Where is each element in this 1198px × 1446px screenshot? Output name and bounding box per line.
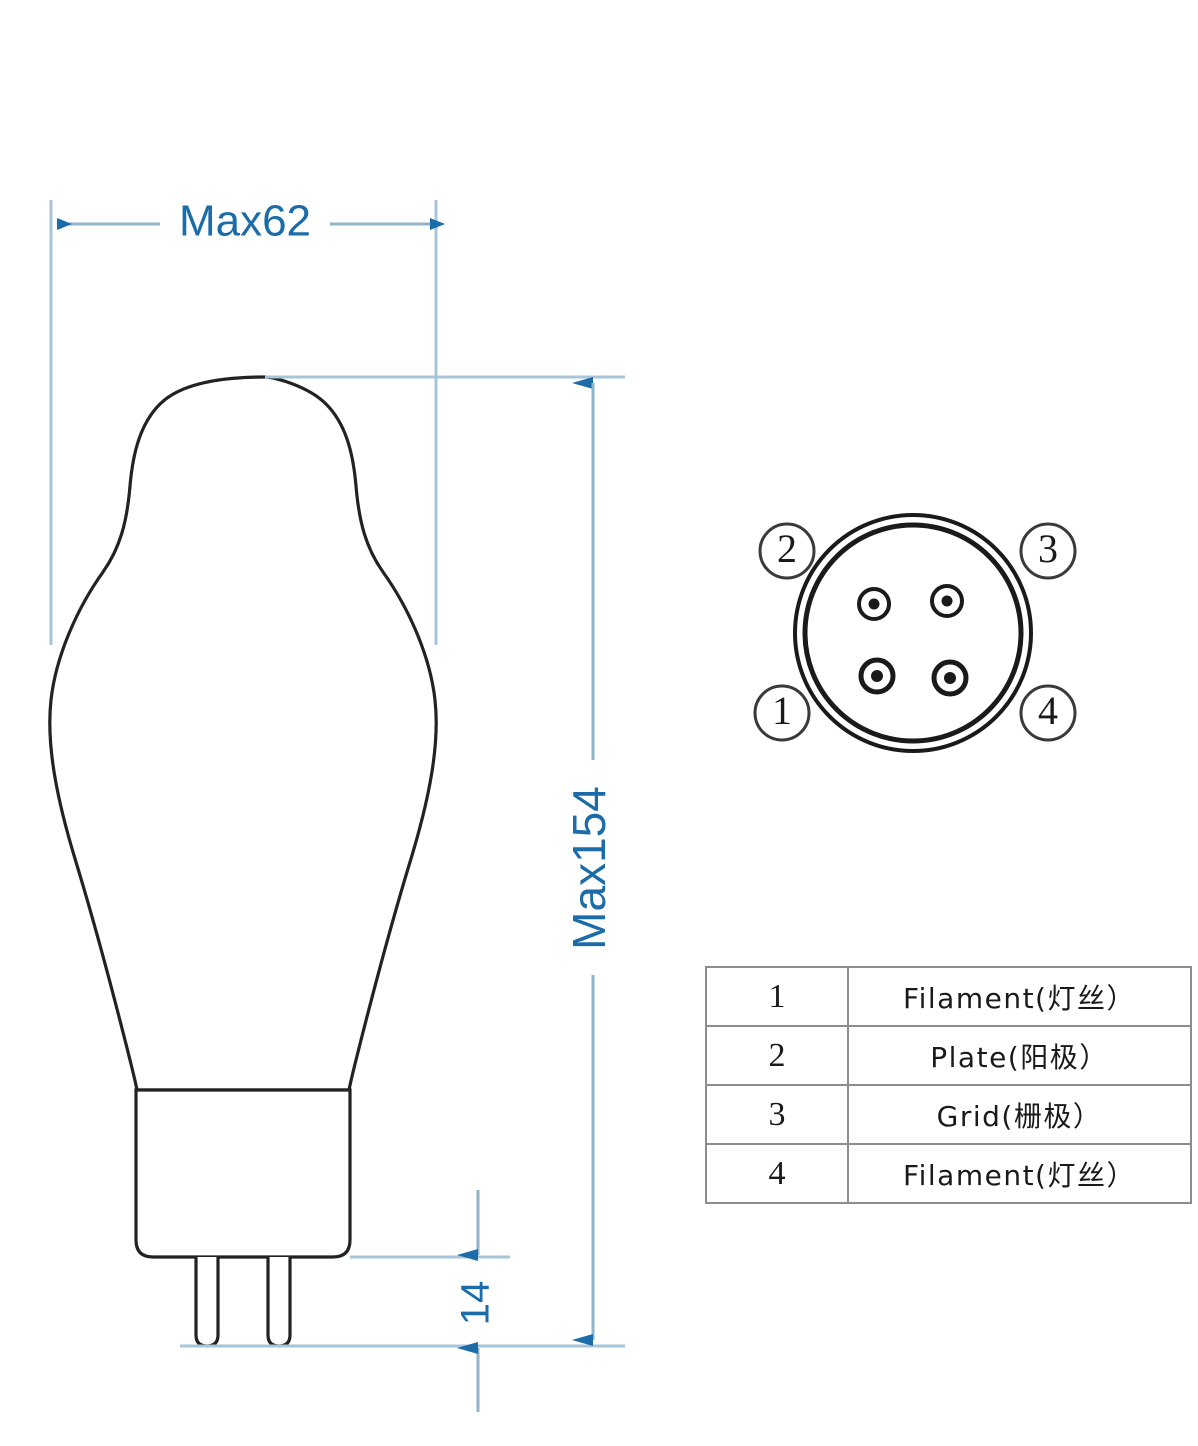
dimension-height: Max154 xyxy=(563,377,623,1346)
table-row: 4 Filament(灯丝） xyxy=(705,1143,1192,1204)
pin-function-table: 1 Filament(灯丝） 2 Plate(阳极） 3 Grid(栅极） 4 … xyxy=(705,966,1192,1204)
socket-pin-dot-2 xyxy=(868,598,880,610)
callout-label-1: 1 xyxy=(772,688,792,733)
pin-function-cell: Filament(灯丝） xyxy=(847,1143,1192,1204)
tube-base xyxy=(134,1088,352,1348)
base-shell xyxy=(134,1088,352,1259)
dim14-label-mask xyxy=(455,1272,501,1334)
socket-pin-holes xyxy=(857,584,969,697)
dimension-width: Max62 xyxy=(57,197,445,246)
callout-label-3: 3 xyxy=(1038,526,1058,571)
pin-number-cell: 2 xyxy=(705,1025,849,1086)
table-row: 2 Plate(阳极） xyxy=(705,1025,1192,1086)
table-row: 3 Grid(栅极） xyxy=(705,1084,1192,1145)
base-pin-right xyxy=(266,1257,292,1348)
dim-label-height: Max154 xyxy=(563,786,615,950)
glass-envelope-outline xyxy=(48,375,438,1092)
tube-envelope xyxy=(48,375,438,1092)
pin-function-cell: Grid(栅极） xyxy=(847,1084,1192,1145)
callout-circle-2 xyxy=(758,522,816,580)
pin-function-cell: Filament(灯丝） xyxy=(847,966,1192,1027)
dimension-pin-length: 14 xyxy=(454,1190,501,1412)
extension-lines xyxy=(49,200,625,1348)
socket-pin-dot-1 xyxy=(871,670,883,682)
pin-number-cell: 4 xyxy=(705,1143,849,1204)
dim-label-width: Max62 xyxy=(179,197,311,246)
pin-number-cell: 3 xyxy=(705,1084,849,1145)
pin-number-cell: 1 xyxy=(705,966,849,1027)
socket-top-view: 2 3 1 4 xyxy=(753,513,1077,753)
base-pin-left xyxy=(194,1257,220,1348)
dim-label-pin-length: 14 xyxy=(454,1281,498,1326)
callout-circle-4 xyxy=(1019,684,1077,742)
socket-pin-dot-3 xyxy=(941,595,953,607)
dim-label-mask xyxy=(565,760,623,975)
socket-pin-dot-4 xyxy=(944,672,956,684)
callout-label-4: 4 xyxy=(1038,688,1058,733)
socket-callouts: 2 3 1 4 xyxy=(753,522,1077,742)
callout-circle-3 xyxy=(1019,522,1077,580)
callout-circle-1 xyxy=(753,684,811,742)
callout-label-2: 2 xyxy=(777,526,797,571)
socket-inner-ring xyxy=(802,522,1024,744)
socket-outer-ring xyxy=(793,513,1033,753)
pin-function-cell: Plate(阳极） xyxy=(847,1025,1192,1086)
table-row: 1 Filament(灯丝） xyxy=(705,966,1192,1027)
